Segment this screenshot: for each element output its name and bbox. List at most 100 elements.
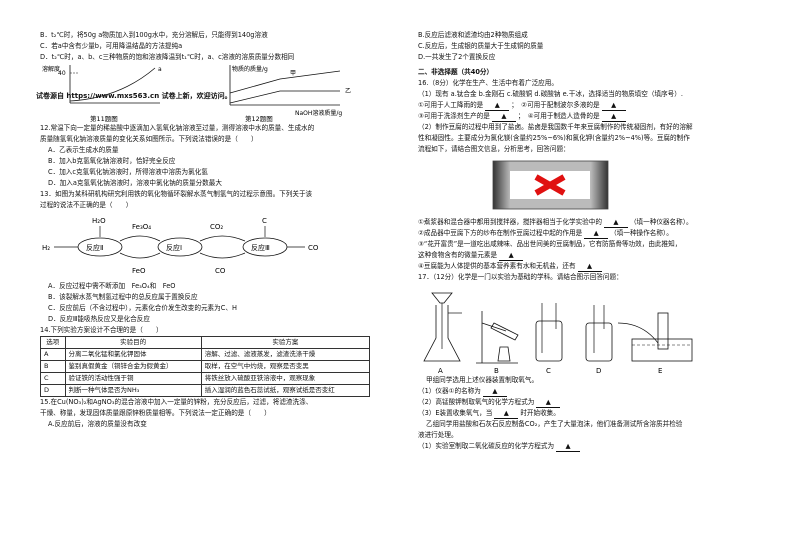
- q11-option-d: D．t₂℃时，a、b、c三种物质的饱和溶液降温到t₁℃时，a、c溶液的溶质质量分…: [40, 53, 295, 61]
- lab-apparatus-figure: A B C D E: [423, 292, 693, 375]
- q14-table: 选项 实验目的 实验方案 A 分离二氧化锰和氯化钾固体 溶解、过滤、滤液蒸发，滤…: [40, 336, 371, 397]
- q13-option-c: C．反应前后（不含过程中），元素化合价发生改变的元素为C、H: [48, 304, 237, 312]
- q15-option-d: D.一共发生了2个置换反应: [418, 53, 496, 61]
- table-cell: B: [40, 360, 66, 373]
- q17-4-text: （1）实验室制取二氧化碳反应的化学方程式为: [418, 442, 555, 450]
- q17-3-tail: 时开始收集。: [520, 409, 560, 417]
- answer-blank[interactable]: ▲: [584, 229, 609, 239]
- q12-option-c: C．加入c克氢氧化钠溶液时，所得溶液中溶质为氯化氢: [48, 168, 208, 176]
- table-row: B 鉴别真假黄金（铜锌合金为假黄金） 取样，在空气中灼烧，观察是否变黑: [40, 360, 371, 373]
- answer-blank[interactable]: ▲: [601, 101, 626, 111]
- answer-blank[interactable]: ▲: [491, 112, 516, 122]
- table-cell: 将铁丝放入硫酸亚铁溶液中，观察现象: [200, 372, 371, 385]
- q12-option-a: A．乙表示生成水的质量: [48, 146, 119, 154]
- fig12-caption: 第12题图: [245, 114, 273, 123]
- h2o-label: H₂O: [92, 217, 106, 225]
- q12-option-b: B．加入b克氢氧化钠溶液时，恰好完全反应: [48, 157, 176, 165]
- co2-label: CO₂: [210, 223, 223, 231]
- q16-2b-text: ②成品器中豆腐下方的纱布在制作豆腐过程中起的作用是: [418, 229, 583, 237]
- table-cell: 判断一种气体是否为NH₃: [64, 384, 202, 397]
- q16-2a-tail: （填一种仪器名称）。: [629, 218, 693, 226]
- broken-image-placeholder: [492, 160, 609, 210]
- right-column: B.反应后滤液和滤渣均由2种物质组成 C.反应后，生成银的质量大于生成铜的质量 …: [418, 30, 758, 452]
- q16-part-2-line-3: 流程如下，请结合图文信息，分析思考，回答问题：: [418, 145, 570, 153]
- group-b-line-2: 液进行处理。: [418, 431, 458, 439]
- fig11-ylabel: 溶解度: [42, 65, 60, 73]
- q13-option-d: D．反应Ⅲ能吸热反应又是化合反应: [48, 315, 150, 323]
- q12-option-d: D．加入a克氢氧化钠溶液时，溶液中氯化钠的质量分数最大: [48, 179, 222, 187]
- table-row: C 验证铁的活动性强于铜 将铁丝放入硫酸亚铁溶液中，观察现象: [40, 372, 371, 385]
- group-a-text: 甲组同学选用上述仪器装置制取氧气。: [426, 376, 539, 384]
- answer-blank[interactable]: ▲: [601, 112, 626, 122]
- q13-stem-2: 过程的说法不正确的是（ ）: [40, 201, 133, 209]
- apparatus-label-a: A: [438, 367, 443, 375]
- q16-part-2-line-2: 性和凝固性。主要成分为氯化镁(含量约25%~6%)和氯化钾(含量约2%~4%)等…: [418, 134, 690, 142]
- q13-stem-1: 13．如图为某科研机构研究利用铁的氧化物循环裂解水蒸气制氢气的过程示意图。下列关…: [40, 190, 313, 198]
- q16-2d-text: ④豆腐能为人体提供的基本营养素有水和无机盐，还有: [418, 262, 576, 270]
- apparatus-label-d: D: [596, 367, 601, 375]
- q15-stem-2: 干燥、称量，发现固体质量跟原锌粉质量相等。下列说法一定正确的是（ ）: [40, 409, 271, 417]
- q12-stem-2: 质量随氢氧化钠溶液质量的变化关系如图所示。下列说法错误的是（ ）: [40, 135, 258, 143]
- q16-stem: 16.（8分）化学在生产、生活中有着广泛应用。: [418, 79, 558, 87]
- q16-1b-text: ； ②可用于配制波尔多液的是: [511, 101, 600, 109]
- table-cell: 溶解、过滤、滤液蒸发，滤渣洗涤干燥: [200, 348, 371, 361]
- reaction-2-label: 反应Ⅱ: [86, 243, 103, 252]
- fig12-ylabel: 物质的质量/g: [232, 65, 268, 73]
- q16-2b-tail: （填一种操作名称）。: [610, 229, 673, 237]
- q13-option-b: B．该裂解水蒸气制氢过程中的总反应属于置换反应: [48, 293, 198, 301]
- q16-2a-text: ①煮浆器和混合器中都用到搅拌器，搅拌器相当于化学实验中的: [418, 218, 602, 226]
- q16-part-2-line-1: （2）制作豆腐的过程中用到了盐卤。盐卤是我国数千年来豆腐制作的传统凝固剂，有好的…: [418, 123, 693, 131]
- q16-2c-line-2: 这种食物含有的微量元素是: [418, 251, 498, 259]
- q15-stem-1: 15.在Cu(NO₃)₂和AgNO₃的混合溶液中加入一定量的锌粉，充分反应后，过…: [40, 398, 313, 406]
- q17-2-text: （2）高锰酸钾制取氧气的化学方程式为: [418, 398, 535, 406]
- co-bottom-label: CO: [215, 267, 226, 275]
- q16-1c-text: ③可用于洗涤剂生产的是: [418, 112, 490, 120]
- fig12-series-2: 乙: [345, 88, 351, 95]
- q14-header: 选项: [40, 336, 66, 349]
- q15-option-a: A.反应前后，溶液的质量没有改变: [48, 420, 147, 428]
- answer-blank[interactable]: ▲: [499, 251, 524, 261]
- q16-part-1: （1）现有 a.钛合金 b.金刚石 c.硫酸铜 d.碳酸钠 e.干冰，选择适当的…: [418, 90, 683, 98]
- table-cell: 取样，在空气中灼烧，观察是否变黑: [200, 360, 371, 373]
- group-b-line-1: 乙组同学用盐酸和石灰石反应制备CO₂，产生了大量泡沫，他们准备测试所含溶质并检验: [426, 420, 683, 428]
- table-cell: 验证铁的活动性强于铜: [64, 372, 202, 385]
- fig12-xlabel: NaOH溶液质量/g: [295, 109, 342, 117]
- fig12-series-1: 甲: [290, 70, 296, 77]
- h2-label: H₂: [42, 244, 50, 252]
- table-cell: D: [40, 384, 66, 397]
- fe3o4-label: Fe₃O₄: [132, 223, 151, 231]
- answer-blank[interactable]: ▲: [556, 442, 581, 452]
- answer-blank[interactable]: ▲: [485, 101, 510, 111]
- apparatus-label-e: E: [658, 367, 662, 375]
- reaction-3-label: 反应Ⅲ: [251, 243, 270, 252]
- answer-blank[interactable]: ▲: [536, 398, 561, 408]
- q13-option-a: A．反应过程中需不断添加 Fe₃O₄和 FeO: [48, 282, 176, 290]
- feo-label: FeO: [132, 267, 146, 275]
- co-right-label: CO: [308, 244, 319, 252]
- solubility-and-mass-figures: 溶解度 40 a 第11题图 物质的质量/g 甲 乙 NaOH溶液质量/g 第1…: [42, 65, 351, 123]
- table-cell: A: [40, 348, 66, 361]
- q11-option-b: B．t₂℃时，将50g a物质加入到100g水中，充分溶解后，只能得到140g溶…: [40, 31, 268, 39]
- answer-blank[interactable]: ▲: [494, 409, 519, 419]
- q15-option-b: B.反应后滤液和滤渣均由2种物质组成: [418, 31, 528, 39]
- fig11-ytick: 40: [58, 70, 66, 77]
- figures-11-12: 溶解度 40 a 第11题图 物质的质量/g 甲 乙 NaOH溶液质量/g 第1…: [36, 63, 385, 123]
- site-watermark: 试卷源自 https://www.mxs563.cn 试卷上新，欢迎访问。: [36, 92, 232, 100]
- section-heading: 二、非选择题（共40分）: [418, 68, 494, 76]
- q14-header: 实验目的: [64, 336, 202, 349]
- carbon-label: C: [262, 217, 267, 225]
- answer-blank[interactable]: ▲: [603, 218, 628, 228]
- answer-blank[interactable]: ▲: [577, 262, 602, 272]
- q11-option-c: C．若a中含有少量b，可用降温结晶的方法提纯a: [40, 42, 183, 50]
- q12-stem-1: 12.常温下向一定量的稀盐酸中逐滴加入氢氧化钠溶液至过量，测得溶液中水的质量、生…: [40, 124, 315, 132]
- answer-blank[interactable]: ▲: [482, 387, 507, 397]
- apparatus-label-c: C: [546, 367, 551, 375]
- table-row: A 分离二氧化锰和氯化钾固体 溶解、过滤、滤液蒸发，滤渣洗涤干燥: [40, 348, 371, 361]
- table-cell: 分离二氧化锰和氯化钾固体: [64, 348, 202, 361]
- q17-stem: 17．（12分）化学是一门以实验为基础的学科。请结合图示回答问题：: [418, 273, 623, 281]
- q16-2c-line-1: ③“花开富贵”是一道吃出咸辣味、品出世间美的豆腐制品，它有防筋骨等功效，由此推知…: [418, 240, 682, 248]
- q17-3-text: （3）E装置收集氧气，当: [418, 409, 493, 417]
- left-column: B．t₂℃时，将50g a物质加入到100g水中，充分溶解后，只能得到140g溶…: [36, 30, 385, 430]
- q17-1-text: （1）仪器①的名称为: [418, 387, 481, 395]
- table-cell: 鉴别真假黄金（铜锌合金为假黄金）: [64, 360, 202, 373]
